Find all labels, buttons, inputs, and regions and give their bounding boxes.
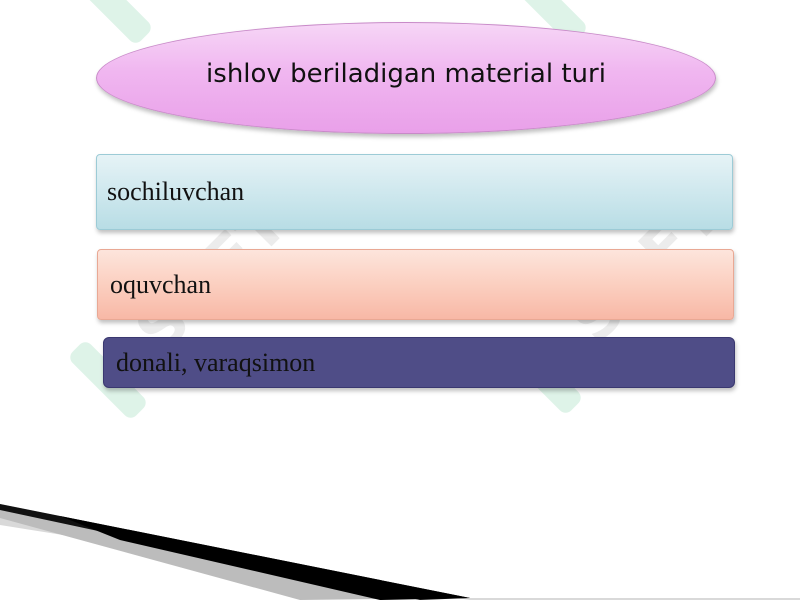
category-box-donali-varaqsimon: donali, varaqsimon [103,337,735,388]
decorative-swoosh [0,504,800,600]
category-label: sochiluvchan [107,177,245,206]
header-ellipse: ishlov beriladigan material turi [96,22,716,134]
category-label: donali, varaqsimon [116,347,316,377]
watermark-logo-mark [71,0,155,47]
header-title: ishlov beriladigan material turi [206,58,606,89]
category-box-sochiluvchan: sochiluvchan [96,154,733,230]
category-label: oquvchan [110,269,212,299]
category-box-oquvchan: oquvchan [97,249,734,320]
